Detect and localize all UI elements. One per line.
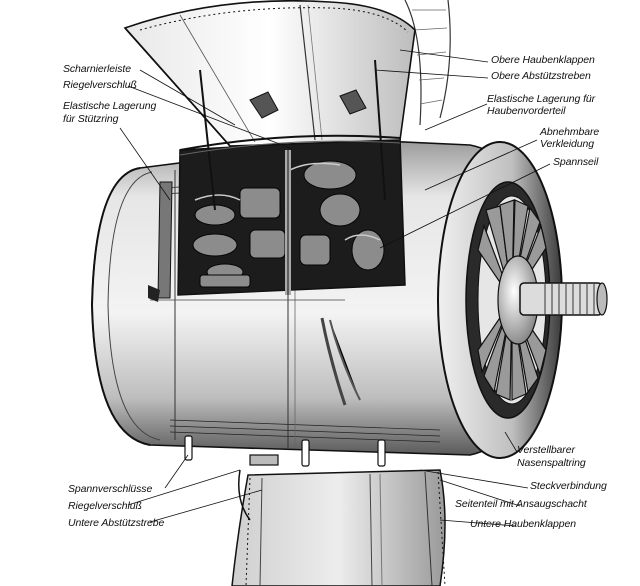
- label-abnehmbare-verkleidung-line1: Abnehmbare: [540, 126, 600, 138]
- bottom-latches: [184, 435, 386, 467]
- label-untere-haubenklappen: Untere Haubenklappen: [470, 518, 576, 530]
- label-elastische-stuetzring-line1: Elastische Lagerung: [63, 100, 157, 112]
- label-steckverbindung: Steckverbindung: [530, 480, 607, 492]
- label-elastische-stuetzring-line2: für Stützring: [63, 113, 119, 125]
- label-abnehmbare-verkleidung-line2: Verkleidung: [540, 138, 594, 150]
- nose-ring: [437, 141, 563, 459]
- side-panel-edge: [148, 181, 173, 302]
- upper-cowl-flaps: [123, 0, 416, 211]
- label-riegelverschluss-bottom: Riegelverschluß: [68, 500, 142, 512]
- lower-cowl-flaps: [231, 469, 446, 586]
- label-seitenteil: Seitenteil mit Ansaugschacht: [455, 498, 587, 510]
- label-verstellbarer-line1: Verstellbarer: [517, 444, 575, 456]
- leader-lines: [119, 49, 551, 527]
- label-spannseil: Spannseil: [553, 156, 599, 168]
- engine-bay: [177, 137, 406, 296]
- label-obere-haubenklappen: Obere Haubenklappen: [491, 54, 595, 66]
- label-riegelverschluss-top: Riegelverschluß: [63, 79, 137, 91]
- wing-outline: [404, 0, 451, 126]
- label-scharnierleiste: Scharnierleiste: [63, 63, 131, 75]
- label-spannverschluesse: Spannverschlüsse: [68, 483, 153, 495]
- label-obere-abstuetzstreben: Obere Abstützstreben: [491, 70, 591, 82]
- label-verstellbarer-line2: Nasenspaltring: [517, 457, 586, 469]
- label-elastische-haubenvorderteil-line2: Haubenvorderteil: [487, 105, 566, 117]
- propeller-shaft: [519, 282, 608, 316]
- label-elastische-haubenvorderteil-line1: Elastische Lagerung für: [487, 93, 596, 105]
- label-untere-abstuetzstrebe: Untere Abstützstrebe: [68, 517, 165, 529]
